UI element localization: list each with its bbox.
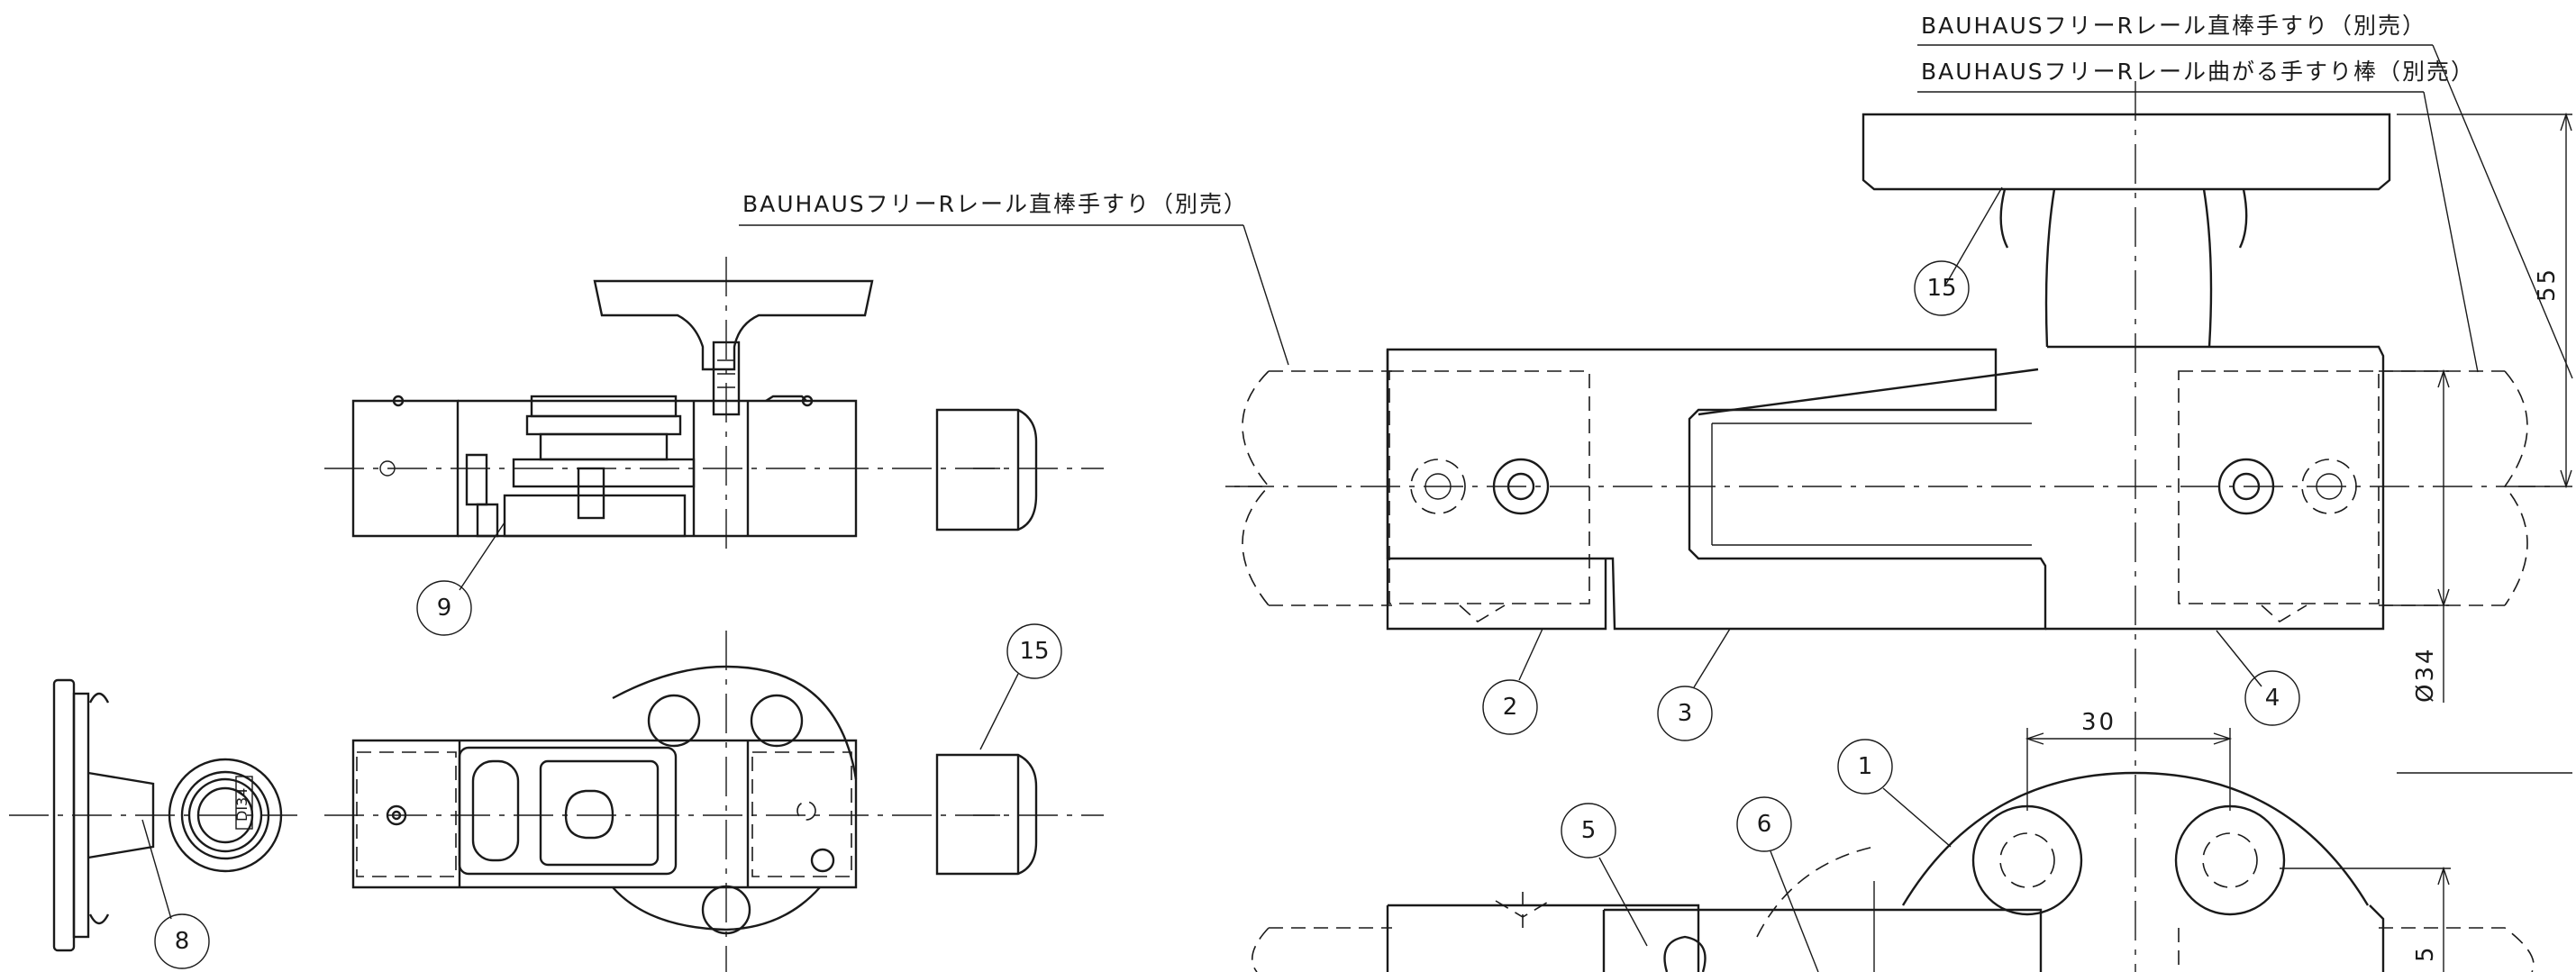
balloon-1: 1 [1837, 739, 1952, 848]
svg-text:8: 8 [175, 928, 190, 955]
svg-text:BAUHAUSフリーRレール直棒手すり（別売）: BAUHAUSフリーRレール直棒手すり（別売） [1921, 13, 2426, 39]
svg-text:BAUHAUSフリーRレール直棒手すり（別売）: BAUHAUSフリーRレール直棒手すり（別売） [742, 191, 1248, 217]
svg-text:55: 55 [2534, 267, 2561, 302]
svg-text:4: 4 [2265, 685, 2280, 712]
dimension-partial-5: 5 [2280, 772, 2572, 972]
svg-text:15: 15 [1926, 275, 1956, 302]
svg-text:30: 30 [2081, 709, 2116, 736]
note-bent-handrail-right: BAUHAUSフリーRレール曲がる手すり棒（別売） [1917, 59, 2479, 373]
svg-text:5: 5 [2412, 944, 2439, 962]
balloon-9: 9 [416, 522, 505, 636]
note-straight-handrail-left: BAUHAUSフリーRレール直棒手すり（別売） [739, 191, 1289, 366]
balloon-6: 6 [1736, 796, 1819, 972]
right-top-view [1225, 81, 2550, 972]
svg-text:5: 5 [1581, 817, 1597, 844]
note-straight-handrail-right: BAUHAUSフリーRレール直棒手すり（別売） [1917, 13, 2573, 379]
svg-text:2: 2 [1503, 694, 1518, 721]
svg-text:Ø34: Ø34 [2412, 646, 2439, 703]
svg-text:6: 6 [1757, 811, 1772, 838]
dimension-30: 30 [2025, 709, 2233, 811]
svg-text:15: 15 [1019, 638, 1049, 665]
dimension-diameter-34: Ø34 [2383, 368, 2450, 703]
side-view: DI34 [9, 678, 297, 952]
dimension-55: 55 [2397, 112, 2572, 489]
balloon-8: 8 [141, 819, 210, 969]
balloon-3: 3 [1657, 628, 1731, 741]
left-section-view [324, 257, 1104, 550]
balloon-15: 15 [979, 623, 1062, 750]
svg-text:9: 9 [437, 595, 452, 622]
right-bottom-view [1251, 771, 2535, 972]
svg-text:BAUHAUSフリーRレール曲がる手すり棒（別売）: BAUHAUSフリーRレール曲がる手すり棒（別売） [1921, 59, 2475, 85]
left-bottom-view [324, 631, 1104, 972]
balloon-5: 5 [1561, 803, 1648, 947]
stamp-text: DI34 [233, 788, 250, 822]
svg-text:1: 1 [1858, 753, 1873, 780]
balloon-4: 4 [2216, 630, 2300, 726]
balloon-2: 2 [1482, 628, 1543, 735]
balloon-10: 15 [1914, 186, 2003, 316]
svg-text:3: 3 [1678, 700, 1693, 727]
